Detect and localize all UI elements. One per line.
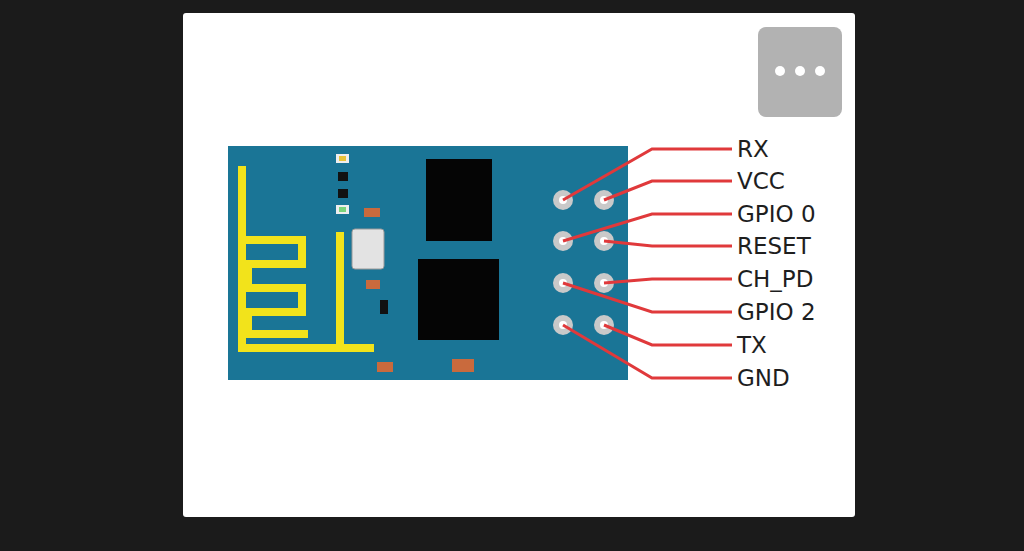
pin-label: GPIO 2: [737, 298, 816, 326]
card: [183, 13, 855, 517]
pin-label: GND: [737, 364, 790, 392]
pin-label: CH_PD: [737, 265, 813, 293]
pin-label: VCC: [737, 167, 785, 195]
leader-lines: [563, 149, 732, 378]
pin-label: GPIO 0: [737, 200, 816, 228]
esp01-board: [228, 146, 628, 380]
pin-label: TX: [737, 331, 767, 359]
pin-label: RX: [737, 135, 769, 163]
pin-label: RESET: [737, 232, 811, 260]
menu-button: [758, 27, 842, 117]
